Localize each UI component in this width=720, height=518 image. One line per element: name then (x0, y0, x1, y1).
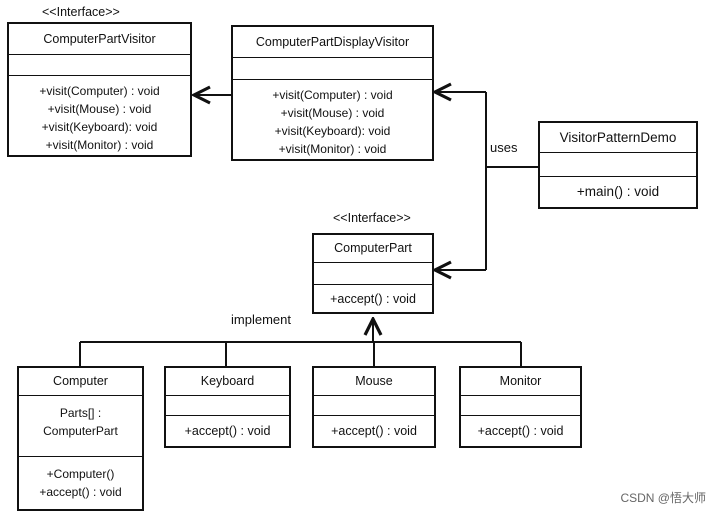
method: +visit(Computer) : void (39, 84, 160, 98)
method: +visit(Monitor) : void (278, 142, 387, 156)
method: +visit(Keyboard): void (41, 120, 158, 134)
method: +visit(Mouse) : void (280, 106, 385, 120)
attribute: ComputerPart (43, 424, 118, 438)
methods-section: +accept() : void (461, 415, 580, 446)
class-computer-part: ComputerPart +accept() : void (312, 233, 434, 314)
methods-section: +visit(Computer) : void +visit(Mouse) : … (233, 79, 432, 158)
methods-section: +main() : void (540, 176, 696, 206)
stereotype-computer-part: <<Interface>> (333, 211, 411, 225)
method: +accept() : void (184, 424, 271, 438)
class-visitor-pattern-demo: VisitorPatternDemo +main() : void (538, 121, 698, 209)
method: +visit(Keyboard): void (274, 124, 391, 138)
class-monitor: Monitor +accept() : void (459, 366, 582, 448)
method: +Computer() (46, 467, 115, 481)
class-name: Mouse (355, 374, 393, 388)
attributes-section (461, 395, 580, 415)
methods-section: +Computer() +accept() : void (19, 456, 142, 501)
attributes-section (233, 57, 432, 79)
methods-section: +accept() : void (314, 284, 432, 312)
class-computer-part-visitor: ComputerPartVisitor +visit(Computer) : v… (7, 22, 192, 157)
methods-section: +accept() : void (166, 415, 289, 446)
stereotype-visitor: <<Interface>> (42, 5, 120, 19)
class-name: Keyboard (200, 374, 255, 388)
method: +accept() : void (477, 424, 564, 438)
class-name: Monitor (499, 374, 542, 388)
class-name: Computer (53, 374, 108, 388)
methods-section: +visit(Computer) : void +visit(Mouse) : … (9, 75, 190, 154)
attributes-section (314, 395, 434, 415)
class-name: ComputerPartDisplayVisitor (255, 35, 410, 49)
method: +accept() : void (330, 292, 416, 306)
class-computer-part-display-visitor: ComputerPartDisplayVisitor +visit(Comput… (231, 25, 434, 161)
class-name: ComputerPartVisitor (43, 32, 156, 46)
method: +accept() : void (39, 485, 122, 499)
method: +visit(Monitor) : void (45, 138, 154, 152)
attributes-section (9, 54, 190, 75)
attribute: Parts[] : (59, 406, 102, 420)
class-computer: Computer Parts[] : ComputerPart +Compute… (17, 366, 144, 511)
attributes-section (540, 152, 696, 176)
class-mouse: Mouse +accept() : void (312, 366, 436, 448)
attributes-section: Parts[] : ComputerPart (19, 395, 142, 456)
class-name: VisitorPatternDemo (559, 130, 677, 145)
watermark: CSDN @悟大师 (620, 491, 706, 505)
methods-section: +accept() : void (314, 415, 434, 446)
method: +visit(Mouse) : void (47, 102, 152, 116)
method: +main() : void (576, 184, 660, 199)
uses-label: uses (490, 140, 518, 155)
class-name: ComputerPart (334, 241, 412, 255)
class-keyboard: Keyboard +accept() : void (164, 366, 291, 448)
attributes-section (166, 395, 289, 415)
implement-label: implement (231, 312, 291, 327)
attributes-section (314, 262, 432, 284)
method: +accept() : void (331, 424, 417, 438)
method: +visit(Computer) : void (272, 88, 393, 102)
